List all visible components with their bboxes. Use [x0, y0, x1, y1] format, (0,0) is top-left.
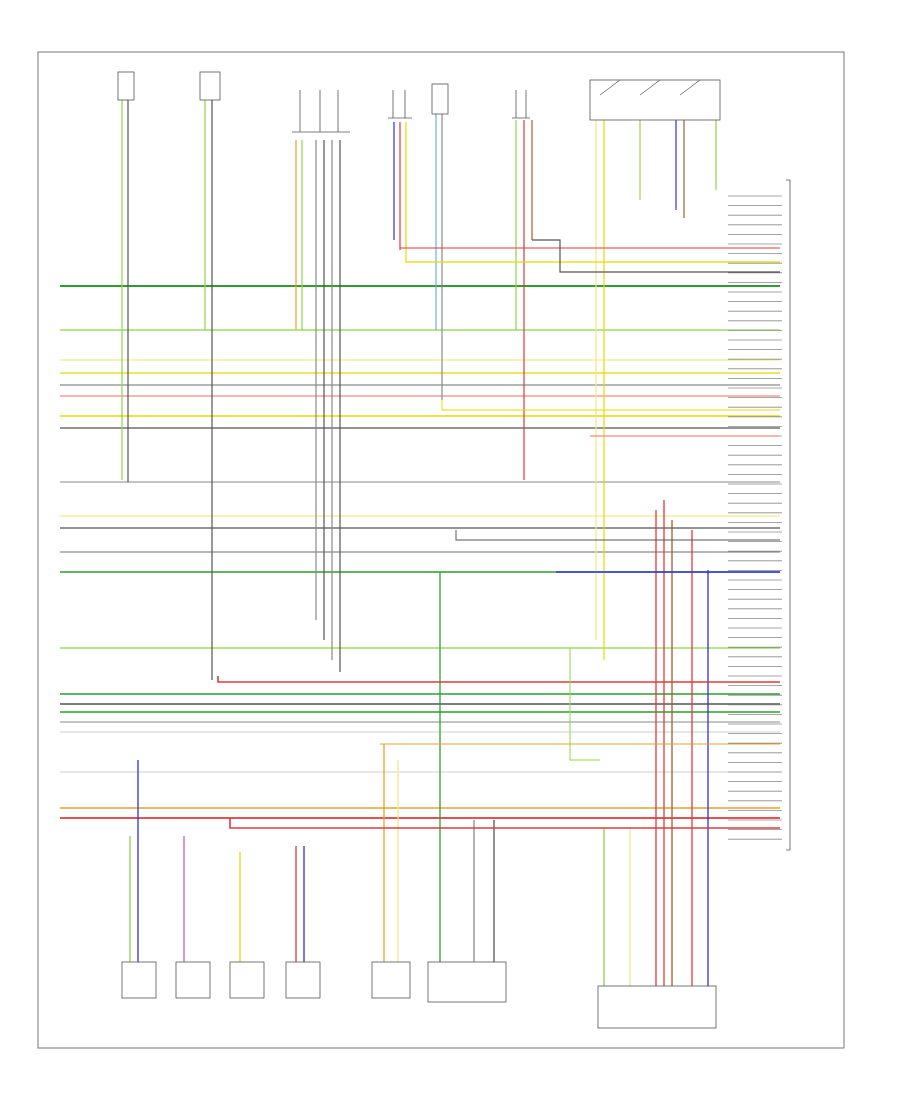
ecm-connector	[786, 179, 791, 851]
bottom-component-2	[175, 961, 211, 999]
bottom-component-7	[597, 985, 717, 1029]
bottom-component-3	[229, 961, 265, 999]
routed-wire	[229, 818, 780, 829]
routed-wire	[455, 530, 780, 541]
routed-wire	[399, 247, 780, 250]
vertical-wires-group	[121, 100, 780, 986]
routed-wire	[441, 400, 780, 411]
bottom-component-6	[427, 961, 507, 1003]
routed-wire	[217, 676, 780, 683]
bottom-component-1	[121, 961, 157, 999]
routed-wire	[569, 648, 600, 761]
bottom-component-4	[285, 961, 321, 999]
top-component-1	[117, 71, 135, 101]
top-component-5	[431, 83, 449, 115]
wires-group	[60, 195, 782, 840]
top-component-6	[512, 90, 530, 119]
diagram-border	[37, 51, 845, 1049]
bottom-component-5	[371, 961, 411, 999]
top-component-3	[292, 90, 350, 133]
routed-wire	[532, 239, 780, 273]
top-component-2	[199, 71, 221, 101]
routed-wire	[405, 258, 780, 263]
top-component-7	[589, 79, 721, 121]
top-component-4	[388, 90, 412, 119]
